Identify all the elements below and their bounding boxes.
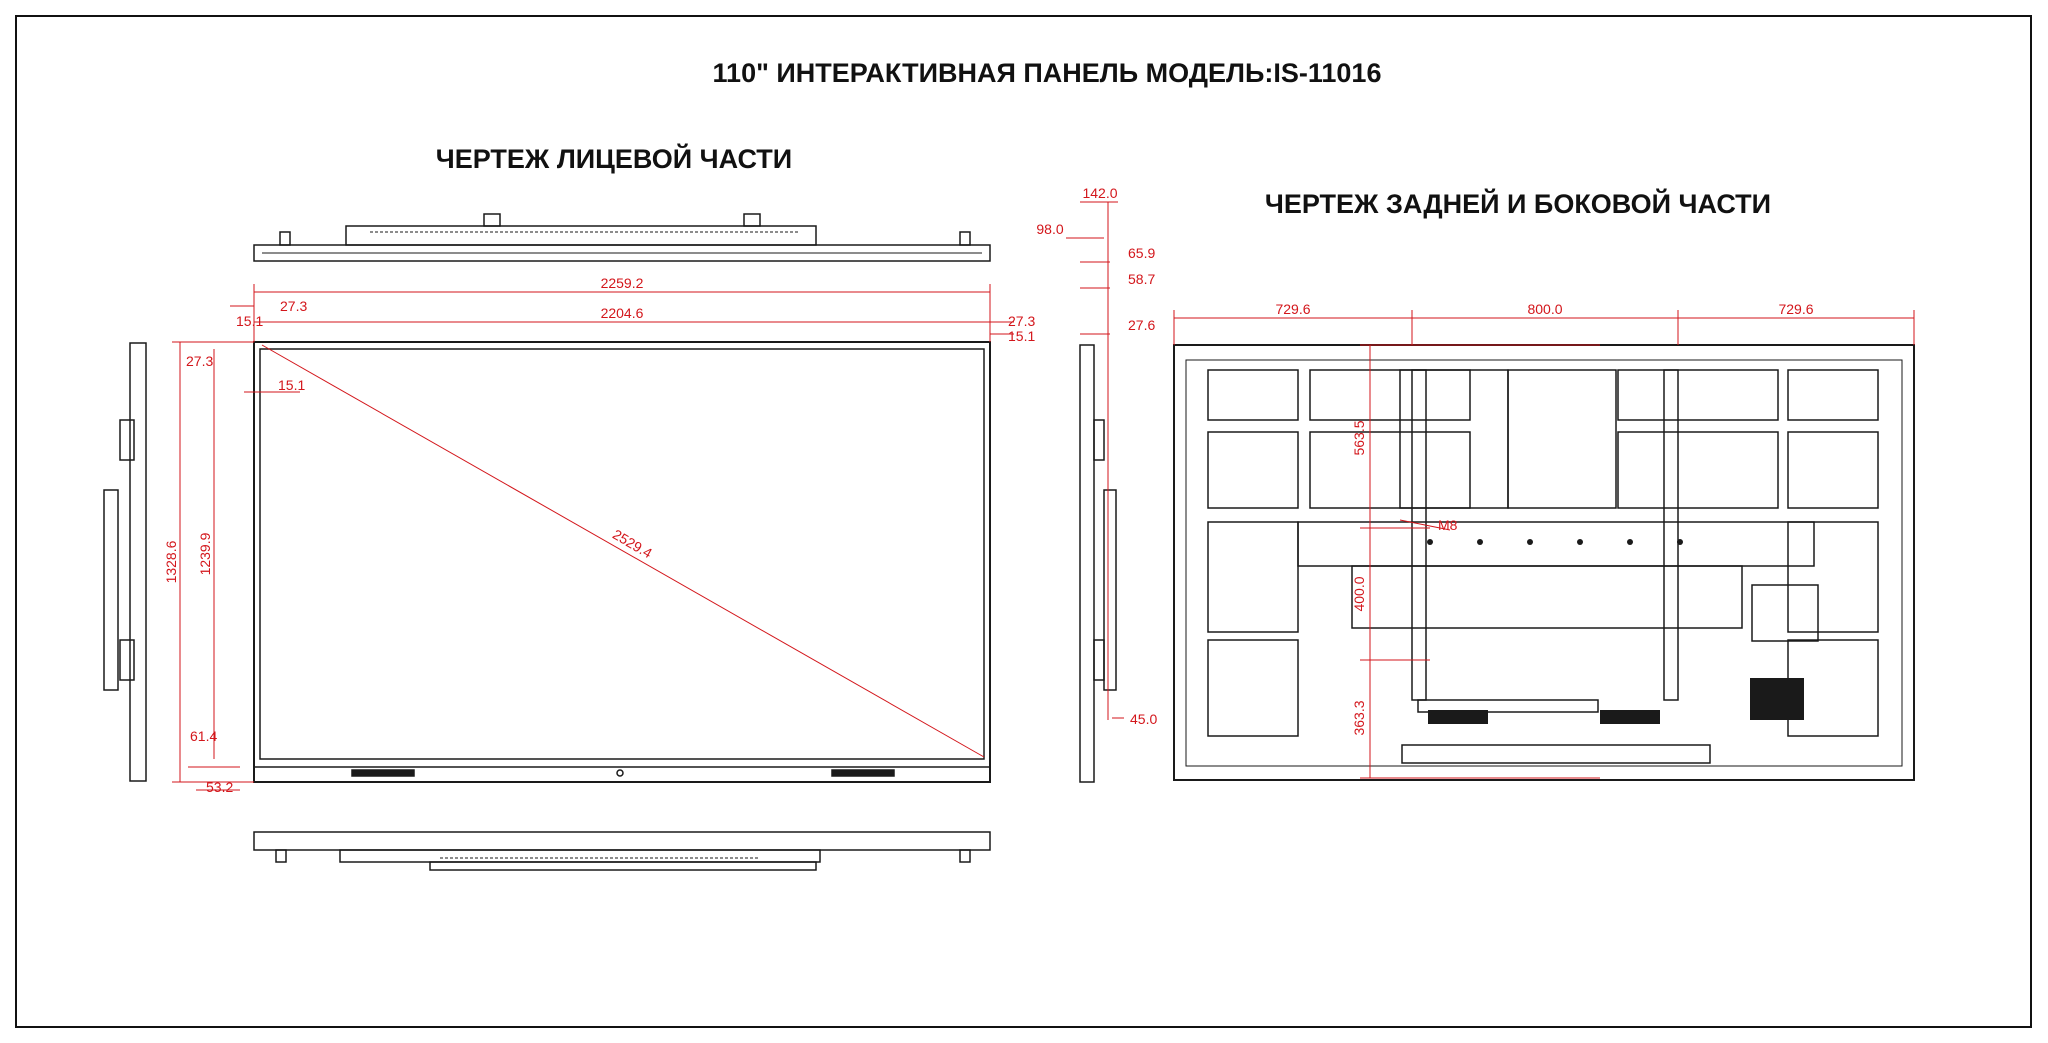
main-title: 110" ИНТЕРАКТИВНАЯ ПАНЕЛЬ МОДЕЛЬ:IS-1101…	[713, 58, 1382, 88]
dim-bezel-top-right: 27.3	[1008, 313, 1035, 329]
bottom-projection	[253, 831, 991, 871]
sheet-frame	[15, 15, 2032, 1028]
back-dimensions	[1173, 310, 1915, 779]
dim-bezel-top-left: 27.3	[280, 298, 307, 314]
dim-height-outer: 1328.6	[163, 540, 179, 583]
top-projection	[253, 213, 991, 262]
side-view	[1079, 344, 1117, 783]
dim-center-span: 800.0	[1527, 301, 1562, 317]
front-dimensions	[172, 284, 1014, 791]
side-dimension-labels: 142.0 98.0 65.9 58.7 27.6 45.0	[1036, 185, 1157, 727]
back-heading: ЧЕРТЕЖ ЗАДНЕЙ И БОКОВОЙ ЧАСТИ	[1265, 188, 1771, 219]
dim-width-inner: 2204.6	[601, 305, 644, 321]
left-side-profile	[103, 342, 147, 782]
dim-bottom-bezel: 61.4	[190, 728, 217, 744]
dim-width-outer: 2259.2	[601, 275, 644, 291]
dim-side-bottom: 45.0	[1130, 711, 1157, 727]
back-vents	[1428, 678, 1804, 724]
front-screen-area	[259, 348, 985, 760]
dim-bezel-inner-mark: 15.1	[278, 377, 305, 393]
dim-depth-b: 65.9	[1128, 245, 1155, 261]
mounting-holes	[1427, 539, 1683, 545]
dim-bezel-left-mark: 27.3	[186, 353, 213, 369]
diagonal-line	[261, 344, 985, 758]
dim-hole-spec: M8	[1438, 517, 1458, 533]
dim-bottom-depth: 53.2	[206, 779, 233, 795]
front-heading: ЧЕРТЕЖ ЛИЦЕВОЙ ЧАСТИ	[436, 143, 792, 174]
back-dimension-labels: 729.6 800.0 729.6 563.5 400.0 363.3 M8	[1275, 301, 1813, 736]
dim-depth-c: 58.7	[1128, 271, 1155, 287]
dim-depth-d: 27.6	[1128, 317, 1155, 333]
dim-bezel-side-right: 15.1	[1008, 328, 1035, 344]
dim-right-span: 729.6	[1778, 301, 1813, 317]
front-panel-outer	[253, 341, 991, 783]
dim-vesa-bottom: 363.3	[1351, 700, 1367, 735]
dim-depth-total: 142.0	[1082, 185, 1117, 201]
front-view	[103, 213, 991, 871]
side-dimensions	[1066, 201, 1124, 720]
dim-bezel-side-left: 15.1	[236, 313, 263, 329]
dim-vesa-height: 400.0	[1351, 576, 1367, 611]
dim-height-inner: 1239.9	[197, 532, 213, 575]
dim-left-span: 729.6	[1275, 301, 1310, 317]
dim-depth-a: 98.0	[1036, 221, 1063, 237]
front-dimension-labels: 2259.2 2204.6 27.3 15.1 27.3 15.1 27.3 1…	[163, 275, 1035, 795]
vesa-bracket	[1351, 565, 1743, 629]
dim-vesa-top: 563.5	[1351, 420, 1367, 455]
